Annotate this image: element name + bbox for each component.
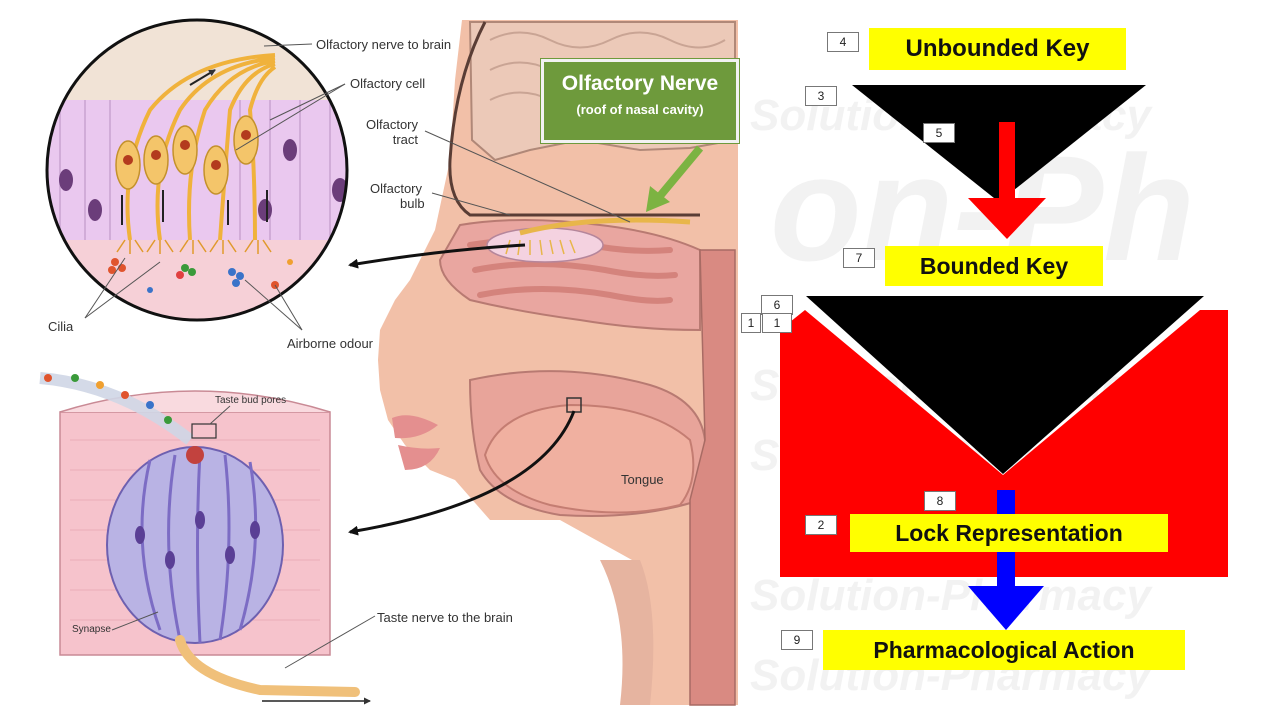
- number-tag-4: 4: [827, 32, 859, 52]
- label-taste-bud-pores: Taste bud pores: [215, 393, 286, 408]
- number-tag-9: 9: [781, 630, 813, 650]
- number-tag-2: 2: [805, 515, 837, 535]
- taste-bud: [107, 447, 283, 643]
- olfactory-nerve-callout: Olfactory Nerve (roof of nasal cavity): [541, 59, 739, 143]
- label-airborne-odour: Airborne odour: [287, 336, 373, 351]
- label-bounded-key: Bounded Key: [885, 246, 1103, 286]
- number-tag-6: 6: [761, 295, 793, 315]
- label-olfactory-bulb: Olfactory bulb: [370, 181, 425, 211]
- taste-pore: [186, 446, 204, 464]
- red-arrow-shaft: [999, 122, 1015, 200]
- number-tag-3: 3: [805, 86, 837, 106]
- callout-title: Olfactory Nerve: [544, 72, 736, 96]
- label-tongue: Tongue: [621, 472, 664, 487]
- label-taste-nerve: Taste nerve to the brain: [377, 610, 513, 625]
- label-olfactory-tract: Olfactory tract: [366, 117, 418, 147]
- label-olfactory-bulb-line1: Olfactory: [370, 181, 425, 196]
- label-synapse: Synapse: [72, 622, 111, 637]
- label-cilia: Cilia: [48, 319, 73, 334]
- taste-bud-inset: [40, 374, 370, 701]
- olfactory-epithelium-inset: [40, 15, 360, 335]
- number-tag-7: 7: [843, 248, 875, 268]
- number-tag-8: 8: [924, 491, 956, 511]
- label-olfactory-bulb-line2: bulb: [370, 196, 425, 211]
- neck: [600, 560, 653, 705]
- number-tag-1b: 1: [762, 313, 792, 333]
- label-unbounded-key: Unbounded Key: [869, 28, 1126, 70]
- label-olfactory-tract-line1: Olfactory: [366, 117, 418, 132]
- label-olfactory-cell: Olfactory cell: [350, 76, 425, 91]
- label-lock-representation: Lock Representation: [850, 514, 1168, 552]
- number-tag-5: 5: [923, 123, 955, 143]
- number-tag-1a: 1: [741, 313, 761, 333]
- svg-text:Solution-Pharmacy: Solution-Pharmacy: [750, 571, 1153, 620]
- callout-subtitle: (roof of nasal cavity): [544, 102, 736, 117]
- label-olfactory-tract-line2: tract: [366, 132, 418, 147]
- label-pharmacological-action: Pharmacological Action: [823, 630, 1185, 670]
- label-olfactory-nerve-to-brain: Olfactory nerve to brain: [316, 37, 451, 52]
